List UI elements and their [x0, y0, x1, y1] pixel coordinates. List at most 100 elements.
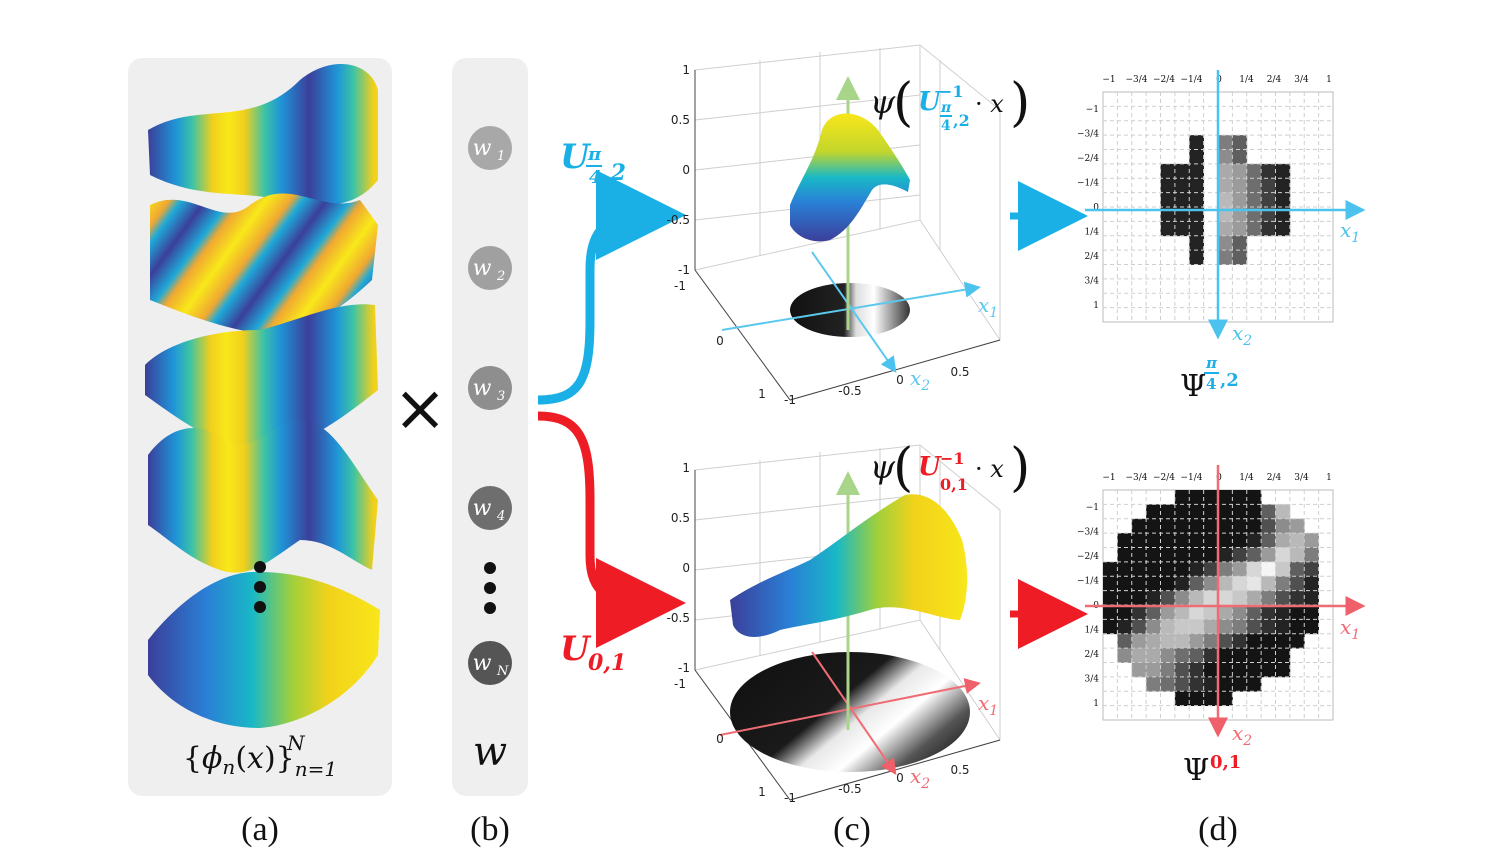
plot3d-red: 10.50-0.5-1 -101 -1-0.500.5 — [667, 444, 1001, 805]
svg-text:ψ: ψ — [870, 448, 896, 486]
red-Psi-label: Ψ 0,1 — [1183, 752, 1241, 788]
svg-text:w: w — [473, 651, 492, 676]
svg-text:,2: ,2 — [1220, 370, 1239, 391]
grid-top-tick: 2/4 — [1267, 75, 1282, 85]
bottom-tick: 0.5 — [950, 763, 969, 777]
red-psi-formula: ψ ( U −1 0,1 · x ) — [870, 438, 1030, 498]
blue-grid-x2-label: x2 — [1232, 321, 1252, 349]
blue-psi-formula: ψ ( U −1 π 4 ,2 · x ) — [870, 73, 1030, 134]
red-grid-x2-label: x2 — [1232, 721, 1252, 749]
basis-surface-1 — [148, 63, 378, 206]
grid-top-tick: −1 — [1102, 75, 1115, 85]
grid-side-tick: 1/4 — [1085, 228, 1100, 238]
grid-top-tick: −1/4 — [1180, 75, 1202, 85]
grid-side-tick: −1 — [1086, 105, 1099, 115]
svg-text:w: w — [473, 256, 492, 281]
grid-side-tick: −2/4 — [1077, 552, 1099, 562]
grid-top-tick: −2/4 — [1153, 75, 1175, 85]
svg-text:0,1: 0,1 — [588, 650, 626, 676]
pixel-grid-red: −1−3/4−2/4−1/401/42/43/41 −1−3/4−2/4−1/4… — [1077, 465, 1366, 738]
svg-text:w: w — [473, 136, 492, 161]
basis-surface-3 — [145, 304, 378, 450]
ellipsis-dots-a — [254, 561, 266, 613]
red-x2-axis-label: x2 — [910, 764, 930, 792]
svg-text:4: 4 — [496, 509, 505, 524]
blue-x2-axis-label: x2 — [910, 366, 930, 394]
caption-a: (a) — [241, 811, 279, 848]
weights-panel — [452, 58, 528, 796]
left-tick: 1 — [758, 785, 766, 799]
svg-text:4: 4 — [1206, 375, 1216, 393]
bottom-tick: 0 — [896, 771, 904, 785]
svg-text:U: U — [560, 137, 592, 177]
blue-branch-arrow — [537, 170, 686, 405]
svg-text:(: ( — [893, 73, 913, 133]
grid-side-tick: 2/4 — [1085, 650, 1100, 660]
red-x1-axis-label: x1 — [978, 691, 998, 719]
svg-text:π: π — [587, 144, 602, 165]
left-tick: 0 — [716, 334, 724, 348]
svg-text:): ) — [1010, 73, 1030, 133]
grid-top-tick: 3/4 — [1294, 75, 1309, 85]
caption-d: (d) — [1198, 811, 1238, 848]
blue-transform-label: U π 4 ,2 — [560, 137, 626, 188]
grid-side-tick: −3/4 — [1077, 528, 1099, 538]
svg-text:,2: ,2 — [602, 160, 626, 186]
svg-text:w: w — [473, 376, 492, 401]
caption-c: (c) — [833, 811, 871, 848]
bottom-tick: -1 — [784, 791, 796, 805]
caption-b: (b) — [470, 811, 510, 848]
svg-text:· x: · x — [975, 455, 1004, 483]
pixel-grid-blue: −1−3/4−2/4−1/401/42/43/41 −1−3/4−2/4−1/4… — [1077, 70, 1366, 340]
grid-top-tick: −2/4 — [1153, 473, 1175, 483]
left-tick: -1 — [674, 279, 686, 293]
z-tick: -0.5 — [667, 213, 690, 227]
grid-side-tick: 1/4 — [1085, 626, 1100, 636]
svg-text:π: π — [1205, 354, 1218, 372]
z-tick: -1 — [678, 661, 690, 675]
svg-text:4: 4 — [589, 167, 602, 188]
grid-top-tick: 1 — [1326, 473, 1332, 483]
basis-surface-5 — [148, 571, 380, 728]
grid-top-tick: 2/4 — [1267, 473, 1282, 483]
z-tick: 0 — [682, 561, 690, 575]
svg-text:2: 2 — [496, 269, 505, 284]
z-tick: 1 — [682, 461, 690, 475]
svg-text:π: π — [940, 100, 952, 116]
z-tick: 0.5 — [671, 511, 690, 525]
grid-top-tick: 1 — [1326, 75, 1332, 85]
red-grid-x1-label: x1 — [1340, 615, 1360, 643]
bottom-tick: 0.5 — [950, 365, 969, 379]
svg-text:w: w — [473, 496, 492, 521]
svg-text:3: 3 — [497, 389, 505, 404]
z-tick: -0.5 — [667, 611, 690, 625]
z-tick: 0 — [682, 163, 690, 177]
svg-text:0,1: 0,1 — [1210, 752, 1241, 773]
blue-Psi-label: Ψ π 4 ,2 — [1180, 354, 1239, 404]
left-tick: 0 — [716, 732, 724, 746]
grid-top-tick: −3/4 — [1125, 75, 1147, 85]
grid-top-tick: −3/4 — [1125, 473, 1147, 483]
svg-text:): ) — [1010, 438, 1030, 498]
plot3d-blue: 10.50-0.5-1 -101 -1-0.500.5 — [667, 44, 1001, 407]
blue-x1-axis-label: x1 — [978, 293, 998, 321]
svg-text:ψ: ψ — [870, 83, 896, 121]
grid-side-tick: 2/4 — [1085, 252, 1100, 262]
svg-text:Ψ: Ψ — [1180, 369, 1206, 404]
grid-side-tick: 3/4 — [1085, 675, 1100, 685]
red-transform-label: U 0,1 — [560, 629, 626, 676]
grid-side-tick: −1/4 — [1077, 577, 1099, 587]
z-tick: 0.5 — [671, 113, 690, 127]
grid-side-tick: −2/4 — [1077, 154, 1099, 164]
blue-grid-x1-label: x1 — [1340, 218, 1360, 246]
grid-side-tick: −1 — [1086, 503, 1099, 513]
svg-text:Ψ: Ψ — [1183, 753, 1209, 788]
svg-text:N: N — [496, 664, 509, 679]
svg-text:U: U — [560, 629, 592, 669]
grid-side-tick: 3/4 — [1085, 277, 1100, 287]
svg-text:U: U — [918, 87, 942, 117]
